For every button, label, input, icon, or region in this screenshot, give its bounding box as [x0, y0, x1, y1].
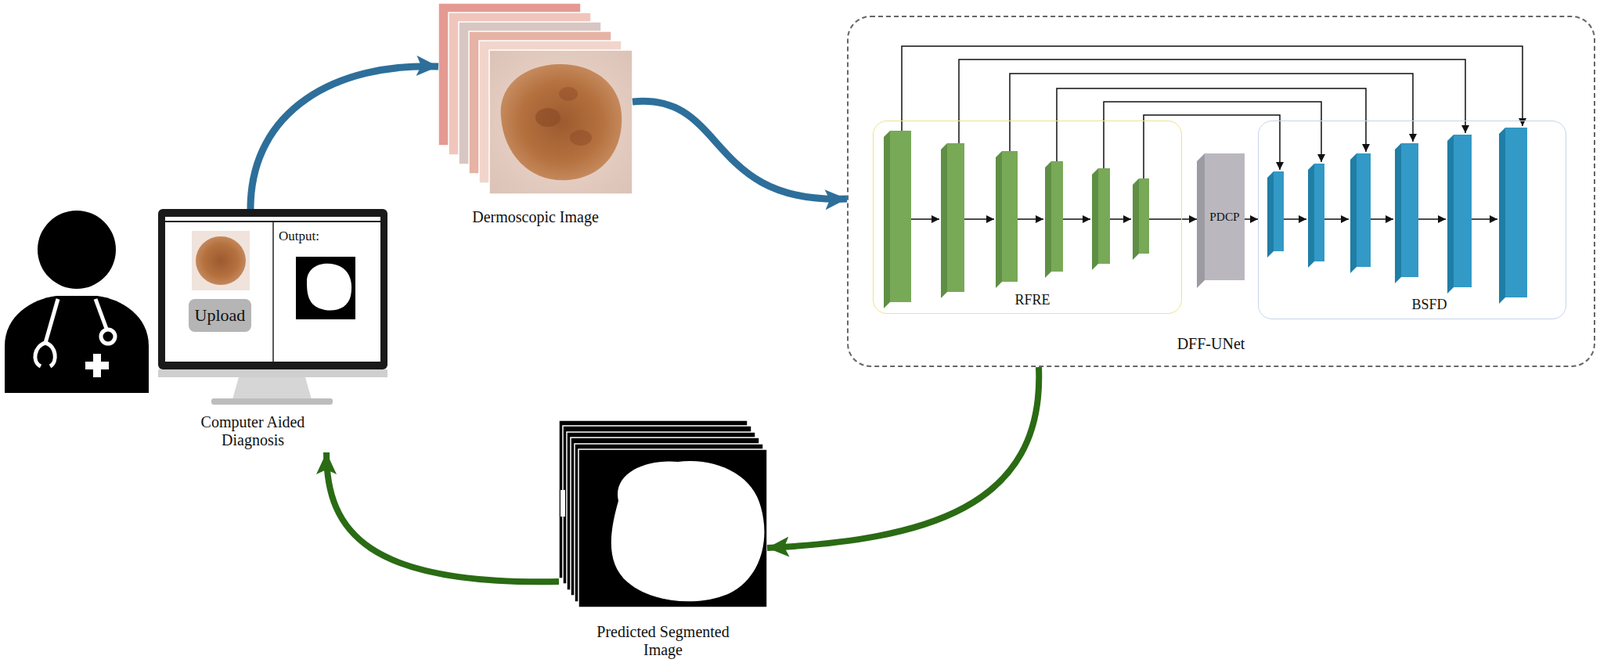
network-frame: DFF-UNet RFRE PDCP BSFD — [846, 15, 1596, 368]
monitor-node: Computer Aided Diagnosis Upload — [158, 209, 388, 453]
bottleneck-block: PDCP — [1196, 153, 1245, 289]
flow-arrow — [1181, 218, 1197, 220]
decoder-region: BSFD — [1257, 120, 1567, 320]
flow-arrow — [767, 367, 1039, 548]
node-label: DFF-UNet — [1148, 335, 1274, 354]
mask-fragment — [560, 490, 566, 517]
node-label: Computer Aided Diagnosis — [186, 413, 320, 450]
decoder-blocks — [1267, 127, 1528, 304]
screen-label: Output: — [278, 228, 320, 245]
flow-arrow — [250, 66, 439, 210]
node-label: Predicted Segmented Image — [584, 623, 742, 660]
mask-blob — [611, 461, 765, 602]
doctor-icon — [4, 210, 149, 393]
monitor-drawing — [158, 209, 388, 405]
node-label: Upload — [194, 305, 246, 325]
upload-button: Upload — [188, 299, 252, 332]
mask-stack-drawing — [558, 420, 768, 608]
node-label: RFRE — [1001, 291, 1064, 309]
lesion-picture — [500, 64, 623, 181]
flow-arrow — [632, 100, 847, 199]
encoder-region: RFRE — [872, 120, 1182, 314]
flow-arrow — [1244, 218, 1258, 220]
node-label: Dermoscopic Image — [449, 208, 622, 227]
mask-stack: Predicted Segmented Image — [558, 420, 768, 663]
node-label: PDCP — [1209, 209, 1240, 224]
encoder-blocks — [883, 130, 1150, 309]
image-stack-drawing — [438, 3, 633, 195]
image-stack: Dermoscopic Image — [438, 3, 633, 235]
flow-arrow — [326, 452, 559, 582]
node-label: BSFD — [1398, 296, 1461, 314]
